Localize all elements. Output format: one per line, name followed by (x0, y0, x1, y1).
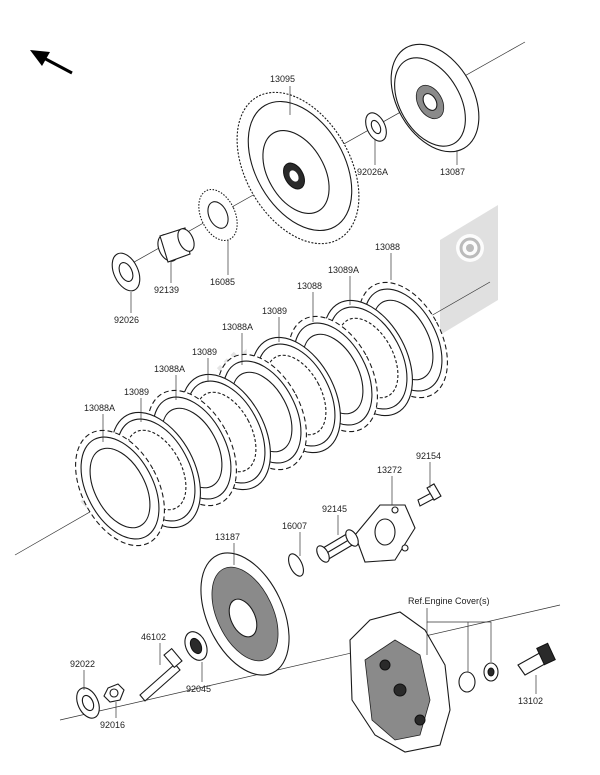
label-13102: 13102 (518, 696, 543, 706)
label-13187: 13187 (215, 532, 240, 542)
label-16085: 16085 (210, 277, 235, 287)
label-13089-third: 13089 (124, 387, 149, 397)
part-13087-hub (390, 43, 480, 153)
part-13187-pressure-plate (200, 552, 290, 676)
part-92022-washer (76, 687, 100, 719)
label-92145: 92145 (322, 504, 347, 514)
part-13095-clutch-housing (236, 91, 360, 245)
label-92016: 92016 (100, 720, 125, 730)
gear-logo-icon (440, 205, 498, 335)
engine-cover-reference (349, 611, 499, 753)
label-92045: 92045 (186, 684, 211, 694)
arrow-up-left-icon (30, 50, 73, 75)
label-13089-first: 13089 (262, 306, 287, 316)
label-13095: 13095 (270, 74, 295, 84)
label-13088A-first: 13088A (222, 322, 253, 332)
part-16007-ring (288, 553, 304, 577)
label-92022: 92022 (70, 659, 95, 669)
label-13088-second: 13088 (297, 281, 322, 291)
label-13088-top: 13088 (375, 242, 400, 252)
part-13102-shaft (517, 642, 556, 676)
label-13088A-third: 13088A (84, 403, 115, 413)
plate-13088-second (288, 315, 378, 433)
clutch-plate-stack (75, 281, 448, 547)
label-92139: 92139 (154, 285, 179, 295)
label-92026A: 92026A (357, 167, 388, 177)
part-labels: 13095 92026A 13087 16085 92139 92026 130… (70, 74, 543, 730)
part-92145-spring (316, 529, 359, 563)
part-46102-rod (139, 647, 183, 702)
part-92026A-washer (365, 112, 387, 142)
part-92016-nut (103, 683, 125, 703)
label-13089A: 13089A (328, 265, 359, 275)
part-92045-bearing (184, 631, 208, 661)
part-16085-gear (198, 188, 238, 242)
label-92026: 92026 (114, 315, 139, 325)
part-92139-sleeve (157, 227, 195, 263)
label-16007: 16007 (282, 521, 307, 531)
part-92154-bolt (417, 483, 442, 507)
label-13089-second: 13089 (192, 347, 217, 357)
label-ref-engine-cover: Ref.Engine Cover(s) (408, 596, 490, 606)
part-13272-plate (354, 504, 416, 563)
label-13088A-second: 13088A (154, 364, 185, 374)
label-92154: 92154 (416, 451, 441, 461)
label-13272: 13272 (377, 465, 402, 475)
plate-13088A-third (75, 429, 165, 547)
label-13087: 13087 (440, 167, 465, 177)
part-92026-washer (111, 252, 141, 292)
label-46102: 46102 (141, 632, 166, 642)
leader-lines (83, 86, 537, 718)
